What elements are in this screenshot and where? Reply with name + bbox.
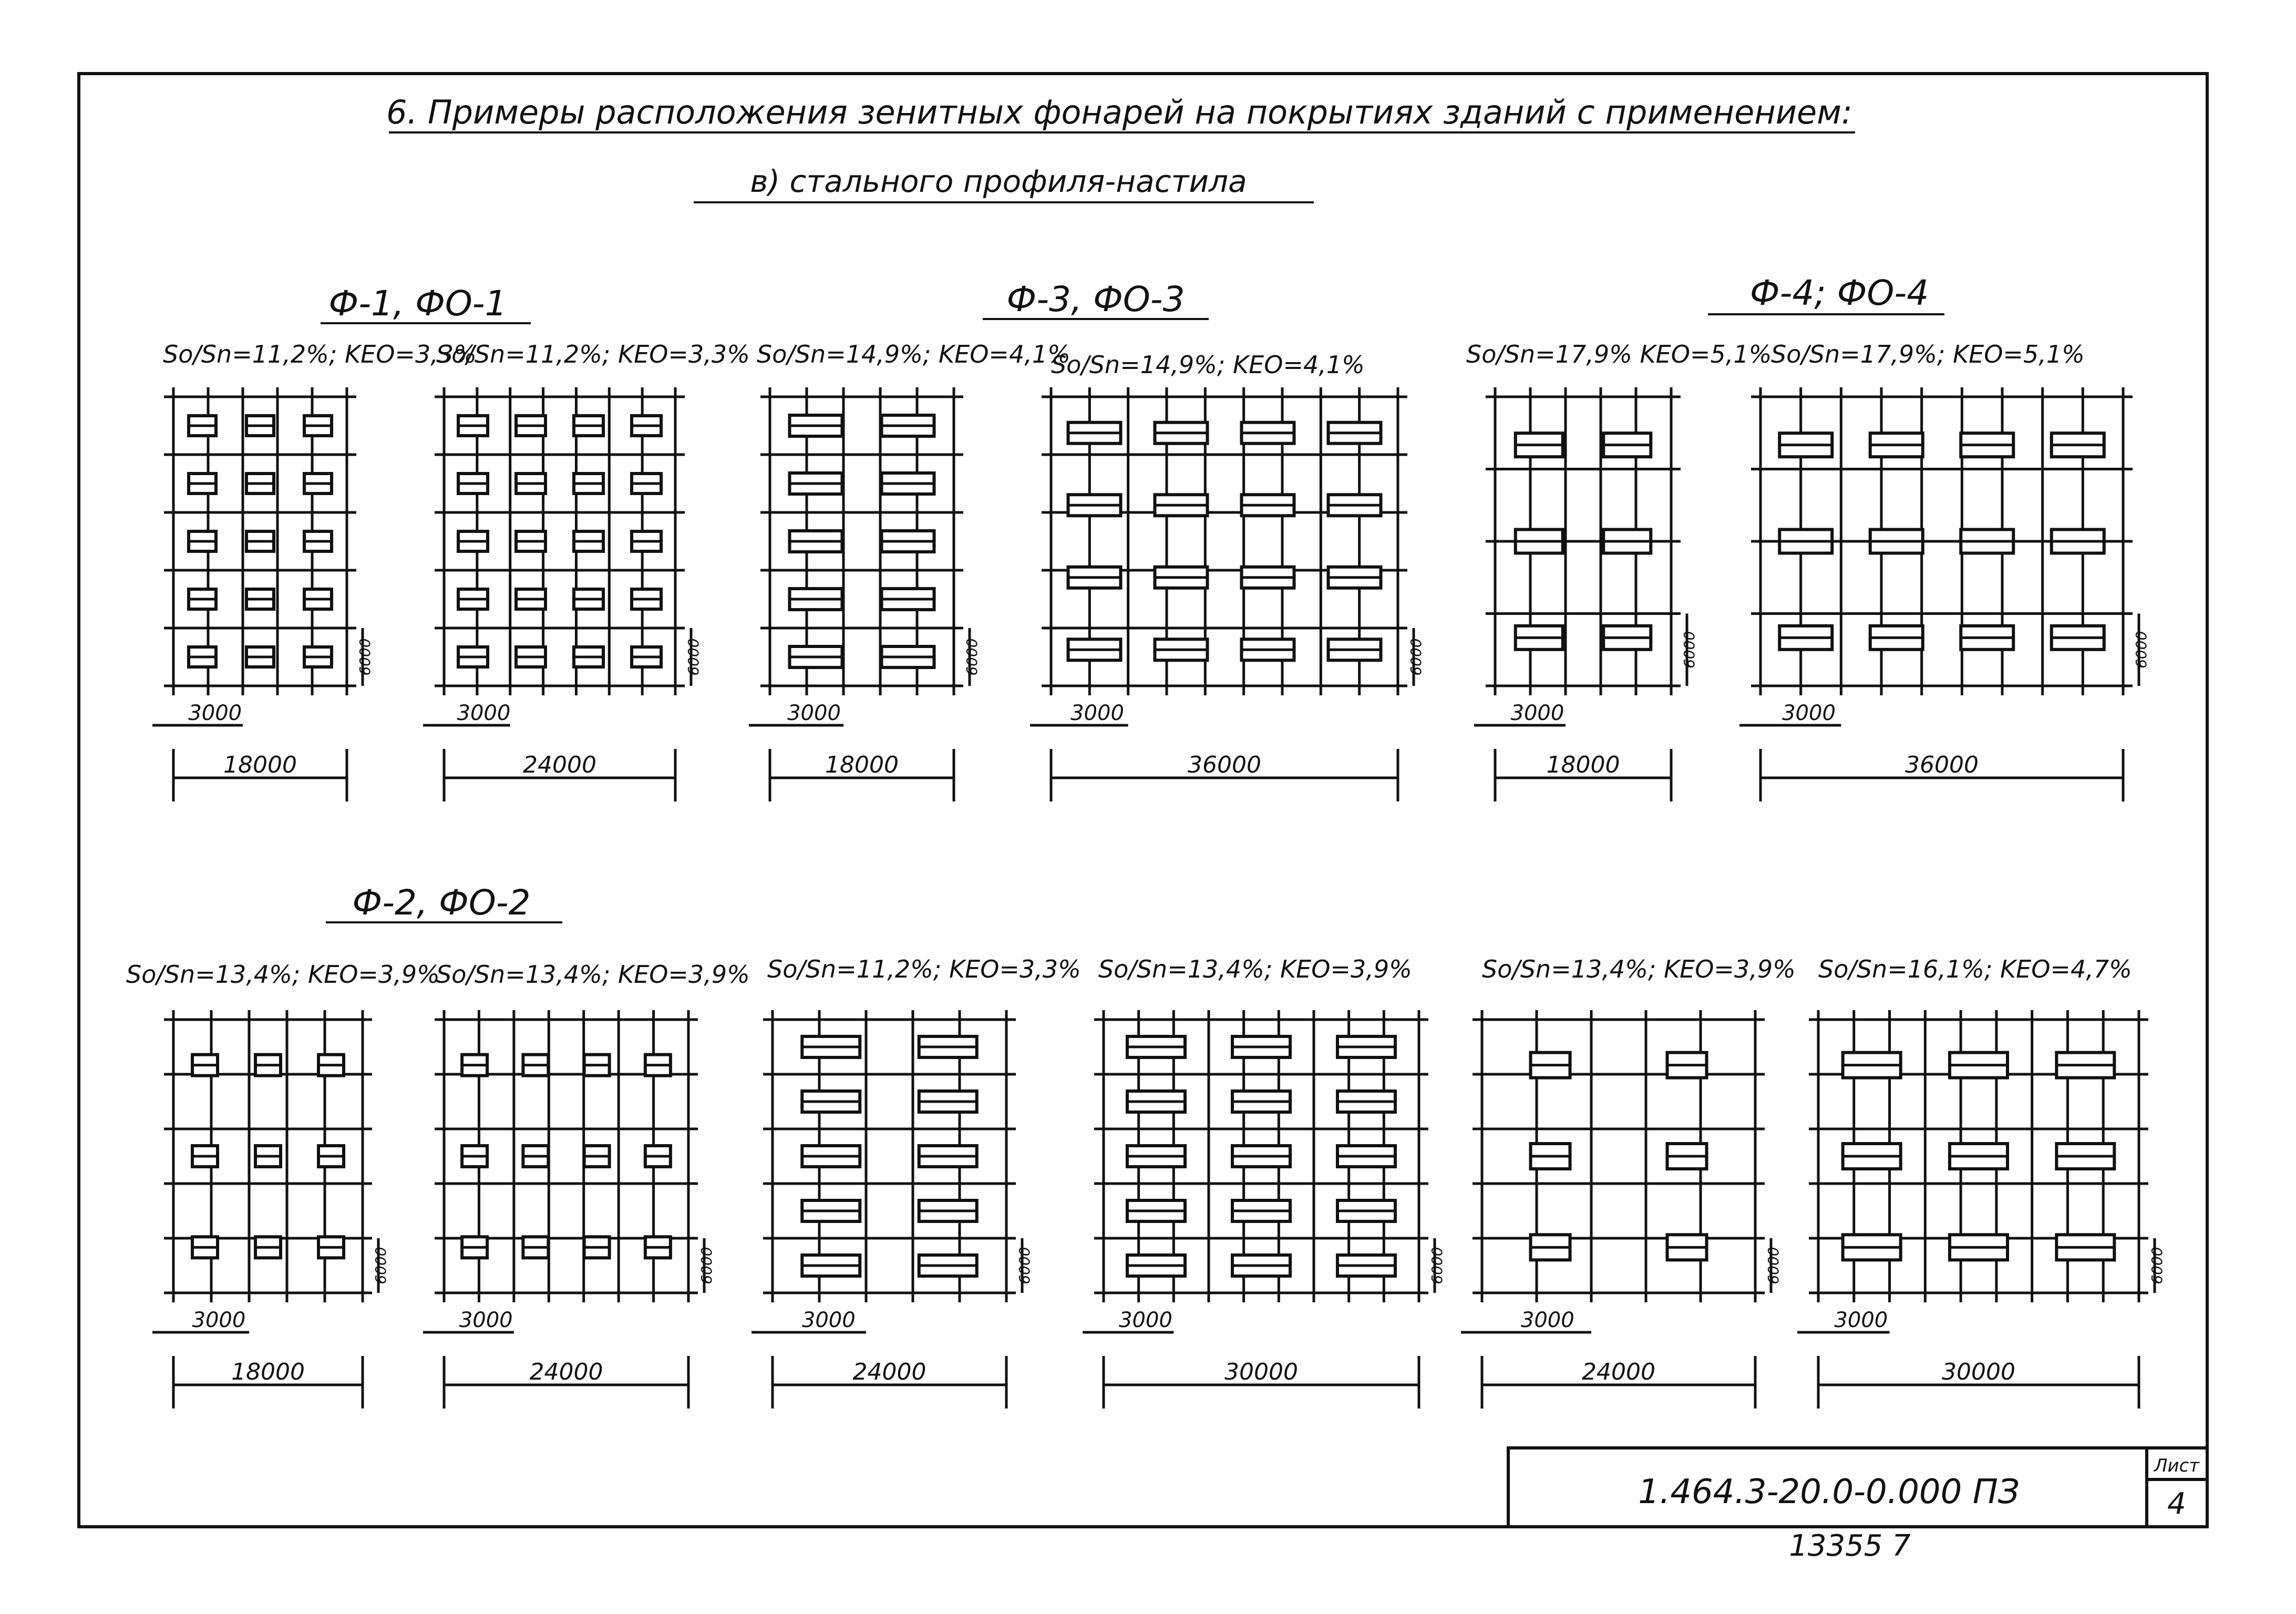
span-dimension-label: 3000 — [192, 1308, 246, 1332]
group-label-f1: Ф-1, ФО-1 — [328, 283, 507, 324]
plan-top-0: So/Sn=11,2%; KEO=3,3% 6000 3000 18000 — [152, 340, 477, 801]
height-dimension-label: 6000 — [1016, 1247, 1033, 1284]
height-dimension-label: 6000 — [685, 638, 702, 675]
plan-top-5: So/Sn=17,9%; KEO=5,1% 6000 3000 36000 — [1739, 340, 2150, 801]
plan-ratio-label: So/Sn=14,9%; KEO=4,1% — [1051, 351, 1365, 379]
width-dimension-label: 30000 — [1942, 1359, 2015, 1385]
span-dimension-label: 3000 — [1834, 1308, 1888, 1332]
plan-ratio-label: So/Sn=13,4%; KEO=3,9% — [126, 960, 440, 989]
width-dimension-label: 30000 — [1224, 1359, 1298, 1385]
height-dimension-label: 6000 — [2133, 631, 2150, 669]
plan-top-4: So/Sn=17,9% KEO=5,1% 6000 3000 18000 — [1466, 340, 1772, 801]
span-dimension-label: 3000 — [1521, 1308, 1574, 1332]
plan-bottom-2: So/Sn=11,2%; KEO=3,3% 6000 3000 24000 — [751, 955, 1081, 1409]
height-dimension-label: 6000 — [2148, 1247, 2166, 1284]
width-dimension-label: 24000 — [1582, 1359, 1655, 1385]
group-label-f2: Ф-2, ФО-2 — [352, 882, 530, 923]
plan-ratio-label: So/Sn=14,9%; KEO=4,1% — [757, 340, 1070, 368]
height-dimension-label: 6000 — [356, 638, 374, 675]
stamp-document-code: 1.464.3-20.0-0.000 ПЗ — [1638, 1473, 2020, 1512]
height-dimension-label: 6000 — [963, 638, 981, 675]
plan-ratio-label: So/Sn=16,1%; KEO=4,7% — [1818, 955, 2132, 983]
height-dimension-label: 6000 — [1407, 638, 1425, 675]
span-dimension-label: 3000 — [459, 1308, 513, 1332]
width-dimension-label: 36000 — [1188, 752, 1261, 778]
sheet-frame — [77, 72, 2209, 1528]
span-dimension-label: 3000 — [188, 701, 242, 725]
stamp-sheet-number: 4 — [2167, 1487, 2186, 1521]
width-dimension-label: 24000 — [853, 1359, 926, 1385]
page-title: 6. Примеры расположения зенитных фонарей… — [386, 93, 1852, 131]
height-dimension-label: 6000 — [1428, 1247, 1446, 1284]
plan-top-2: So/Sn=14,9%; KEO=4,1% 6000 3000 18000 — [749, 340, 1070, 801]
width-dimension-label: 18000 — [231, 1359, 305, 1385]
span-dimension-label: 3000 — [1511, 701, 1564, 725]
plan-ratio-label: So/Sn=11,2%; KEO=3,3% — [767, 955, 1081, 983]
span-dimension-label: 3000 — [457, 701, 511, 725]
span-dimension-label: 3000 — [1119, 1308, 1172, 1332]
page-subtitle: в) стального профиля-настила — [750, 163, 1247, 199]
span-dimension-label: 3000 — [787, 701, 841, 725]
roof-plans: So/Sn=11,2%; KEO=3,3%6000300018000So/Sn=… — [126, 340, 2166, 1409]
plan-ratio-label: So/Sn=17,9% KEO=5,1% — [1466, 340, 1772, 368]
height-dimension-label: 6000 — [1681, 631, 1698, 669]
height-dimension-label: 6000 — [372, 1247, 389, 1284]
plan-ratio-label: So/Sn=11,2%; KEO=3,3% — [436, 340, 750, 368]
group-label-f3: Ф-3, ФО-3 — [1006, 279, 1185, 320]
plan-bottom-1: So/Sn=13,4%; KEO=3,9% 6000 3000 24000 — [423, 960, 750, 1409]
stamp-sheet-label: Лист — [2153, 1455, 2200, 1476]
group-label-f4: Ф-4; ФО-4 — [1750, 273, 1929, 313]
span-dimension-label: 3000 — [802, 1308, 856, 1332]
span-dimension-label: 3000 — [1782, 701, 1836, 725]
plan-ratio-label: So/Sn=13,4%; KEO=3,9% — [1098, 955, 1412, 983]
width-dimension-label: 18000 — [223, 752, 297, 778]
plan-top-1: So/Sn=11,2%; KEO=3,3% 6000 3000 24000 — [423, 340, 750, 801]
height-dimension-label: 6000 — [1765, 1247, 1782, 1284]
plan-ratio-label: So/Sn=11,2%; KEO=3,3% — [163, 340, 477, 368]
width-dimension-label: 18000 — [825, 752, 899, 778]
width-dimension-label: 24000 — [523, 752, 596, 778]
plan-bottom-4: So/Sn=13,4%; KEO=3,9% 6000 3000 24000 — [1461, 955, 1796, 1409]
archive-number: 13355 7 — [1789, 1529, 1911, 1563]
plan-ratio-label: So/Sn=13,4%; KEO=3,9% — [436, 960, 750, 989]
plan-bottom-3: So/Sn=13,4%; KEO=3,9% 6000 3000 30000 — [1083, 955, 1446, 1409]
plan-ratio-label: So/Sn=17,9%; KEO=5,1% — [1771, 340, 2085, 368]
height-dimension-label: 6000 — [698, 1247, 715, 1284]
plan-bottom-0: So/Sn=13,4%; KEO=3,9% 6000 3000 18000 — [126, 960, 440, 1409]
width-dimension-label: 24000 — [530, 1359, 603, 1385]
plan-top-3: So/Sn=14,9%; KEO=4,1% 6000 3000 36000 — [1030, 351, 1425, 801]
width-dimension-label: 18000 — [1547, 752, 1620, 778]
title-block: Лист 4 1.464.3-20.0-0.000 ПЗ — [1507, 1446, 2209, 1528]
plan-bottom-5: So/Sn=16,1%; KEO=4,7% 6000 3000 30000 — [1797, 955, 2166, 1409]
span-dimension-label: 3000 — [1070, 701, 1124, 725]
plan-ratio-label: So/Sn=13,4%; KEO=3,9% — [1482, 955, 1796, 983]
width-dimension-label: 36000 — [1905, 752, 1979, 778]
